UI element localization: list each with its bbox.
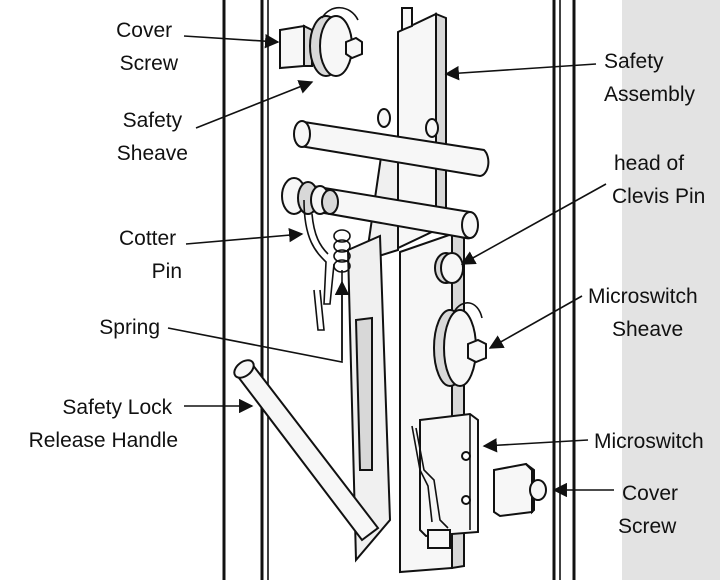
safety-sheave-part <box>309 6 363 77</box>
label-spring: Spring <box>99 316 160 339</box>
label-safety-assembly: Safety Assembly <box>604 50 696 106</box>
label-head-of-clevis-pin: head of Clevis Pin <box>612 152 705 208</box>
clevis-pin-head-part <box>434 252 464 284</box>
cover-screw-top-part <box>279 24 313 70</box>
safety-lock-release-handle-part <box>233 359 380 542</box>
label-safety-lock-release-handle: Safety Lock Release Handle <box>29 396 178 452</box>
label-safety-sheave: Safety Sheave <box>117 109 188 165</box>
bolt-top-right <box>425 118 439 138</box>
label-microswitch: Microswitch <box>594 430 704 453</box>
shaded-panel <box>622 0 720 580</box>
upper-pin <box>293 120 490 178</box>
cotter-pin-part <box>303 199 335 331</box>
microswitch-sheave-part <box>433 302 487 387</box>
label-microswitch-sheave: Microswitch Sheave <box>588 285 704 341</box>
clevis-nut <box>281 177 339 215</box>
leader-lines <box>167 33 614 498</box>
label-cotter-pin: Cotter Pin <box>119 227 182 283</box>
guide-rails <box>222 0 576 580</box>
label-cover-screw-top: Cover Screw <box>116 19 179 75</box>
lower-pin <box>294 182 479 240</box>
cover-screw-bottom-part <box>493 462 547 518</box>
bolt-top-left <box>377 108 391 128</box>
label-cover-screw-bottom: Cover Screw <box>618 482 684 538</box>
microswitch-part <box>411 412 479 549</box>
